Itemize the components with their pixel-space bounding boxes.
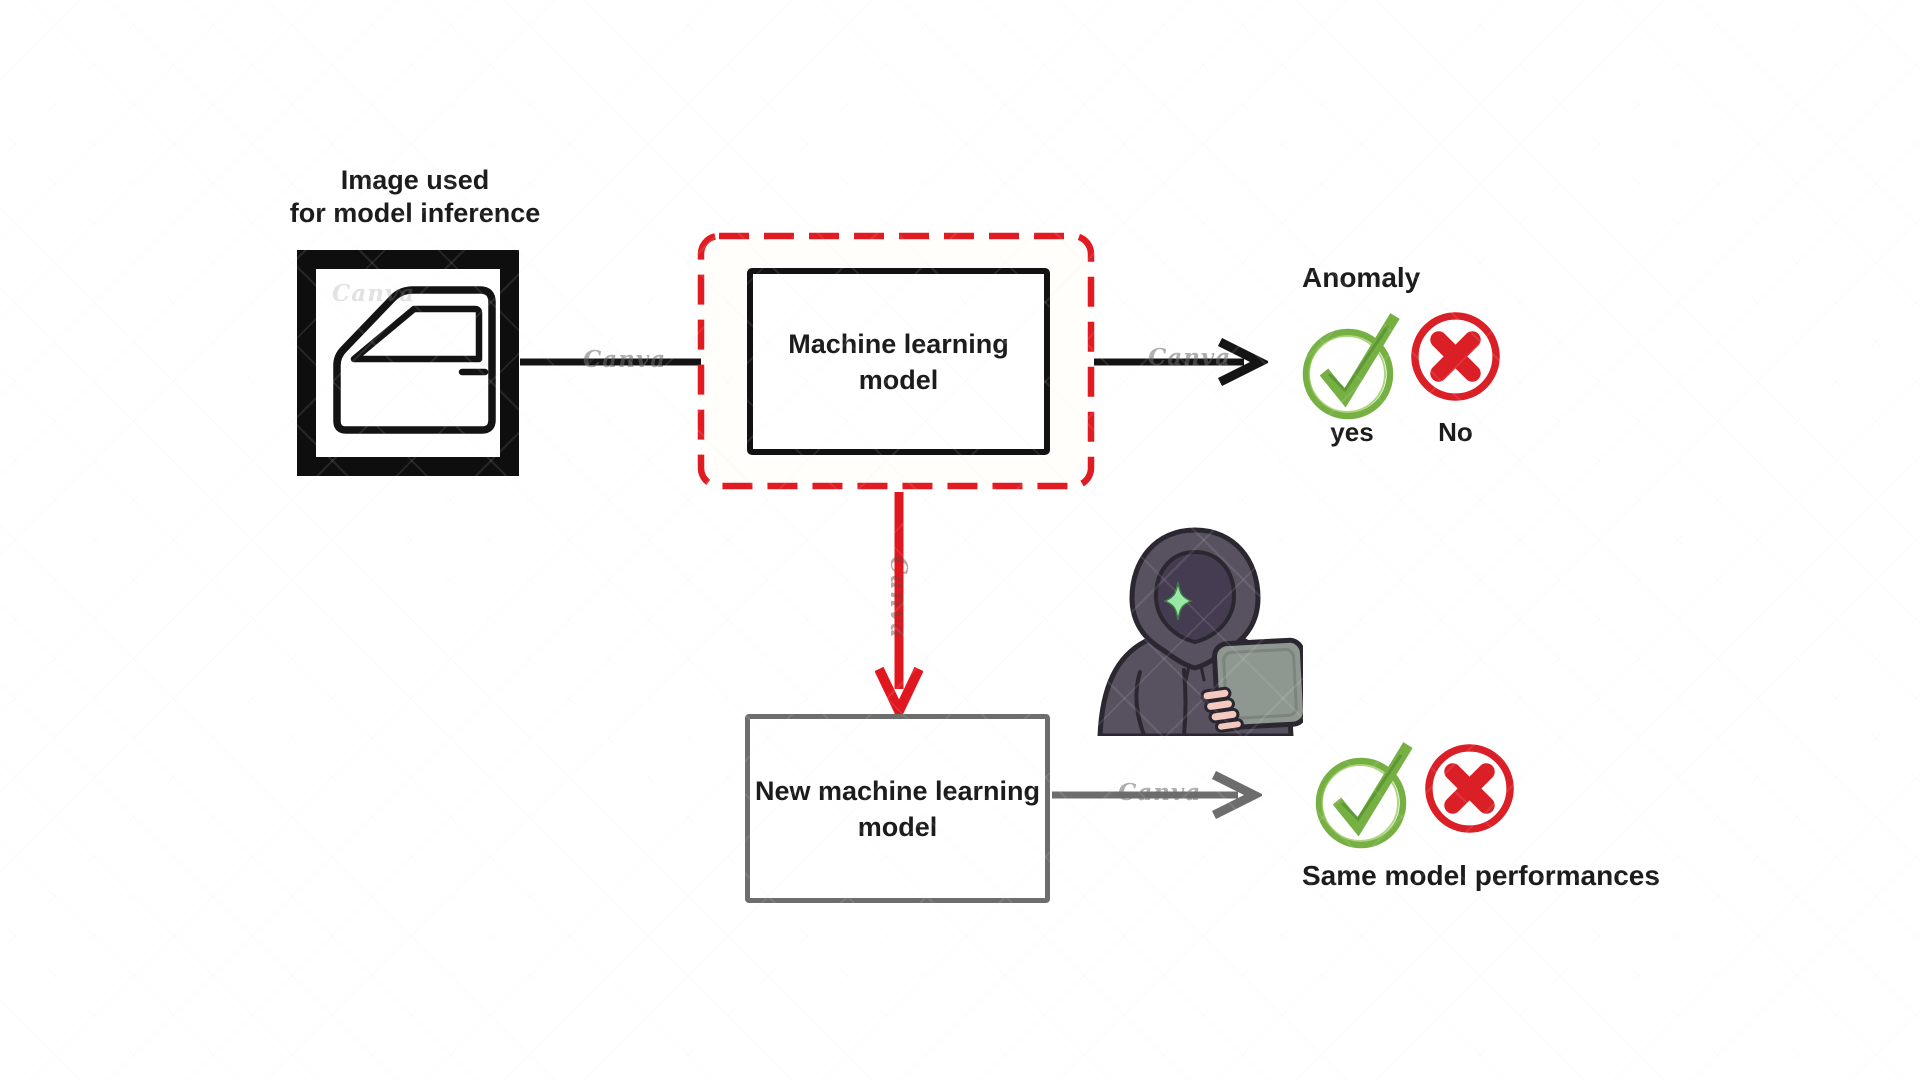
machine-learning-model-node: Machine learning model [747,268,1050,455]
input-image-title: Image used for model inference [255,164,575,230]
hacker-illustration [1097,527,1303,736]
arrow-model-to-anomaly-icon [1094,338,1268,386]
anomaly-yes-label: yes [1330,417,1374,447]
arrow-new-model-to-result-icon [1052,771,1262,819]
car-door-image-frame [297,250,519,476]
result-cross-icon [1425,744,1514,833]
anomaly-no-label: No [1438,417,1473,447]
anomaly-no-cross-icon [1411,312,1500,401]
result-label: Same model performances [1302,860,1660,891]
anomaly-title: Anomaly [1302,262,1421,293]
ml-model-label-line2: model [858,364,939,395]
new-machine-learning-model-node: New machine learning model [745,714,1050,903]
input-image-title-line1: Image used [340,165,490,195]
result-check-icon [1315,742,1413,849]
new-model-label-line2: model [857,811,938,842]
input-image-title-line2: for model inference [289,198,541,228]
car-door-icon [333,286,496,434]
arrow-attack-to-new-model-icon [875,492,923,719]
anomaly-yes-check-icon [1302,313,1400,420]
ml-model-label-line1: Machine learning [788,328,1009,359]
new-model-label-line1: New machine learning [754,775,1041,806]
